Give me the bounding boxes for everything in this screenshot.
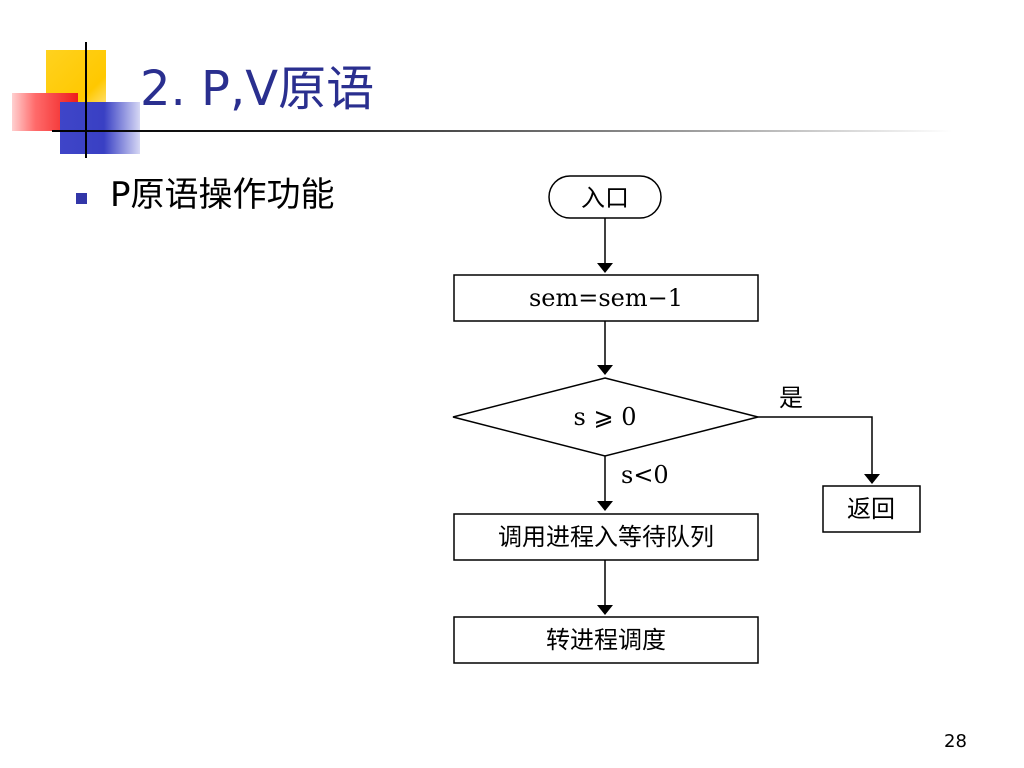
title-underline — [52, 130, 952, 132]
slide-title: 2. P,V原语 — [140, 61, 375, 117]
arrow-decision-yes-to-return — [758, 416, 880, 484]
schedule-node: 转进程调度 — [453, 616, 759, 664]
enqueue-node: 调用进程入等待队列 — [453, 513, 759, 561]
entry-label: 入口 — [581, 184, 629, 212]
yes-branch-label: 是 — [779, 384, 803, 412]
decrement-label: sem=sem−1 — [529, 284, 683, 312]
enqueue-label: 调用进程入等待队列 — [498, 523, 714, 551]
schedule-label: 转进程调度 — [546, 626, 666, 654]
entry-node: 入口 — [548, 175, 662, 219]
no-branch-label: s<0 — [621, 461, 669, 489]
page-number: 28 — [944, 731, 967, 752]
decision-node: s ⩾ 0 — [452, 377, 759, 457]
title-decoration-blue-block — [60, 102, 140, 154]
decision-label: s ⩾ 0 — [574, 403, 637, 431]
title-decoration-vertical-line — [85, 42, 87, 158]
return-label: 返回 — [847, 495, 895, 523]
decrement-node: sem=sem−1 — [453, 274, 759, 322]
bullet-text: P原语操作功能 — [110, 175, 335, 215]
return-node: 返回 — [822, 485, 921, 533]
bullet-square-icon — [76, 193, 87, 204]
